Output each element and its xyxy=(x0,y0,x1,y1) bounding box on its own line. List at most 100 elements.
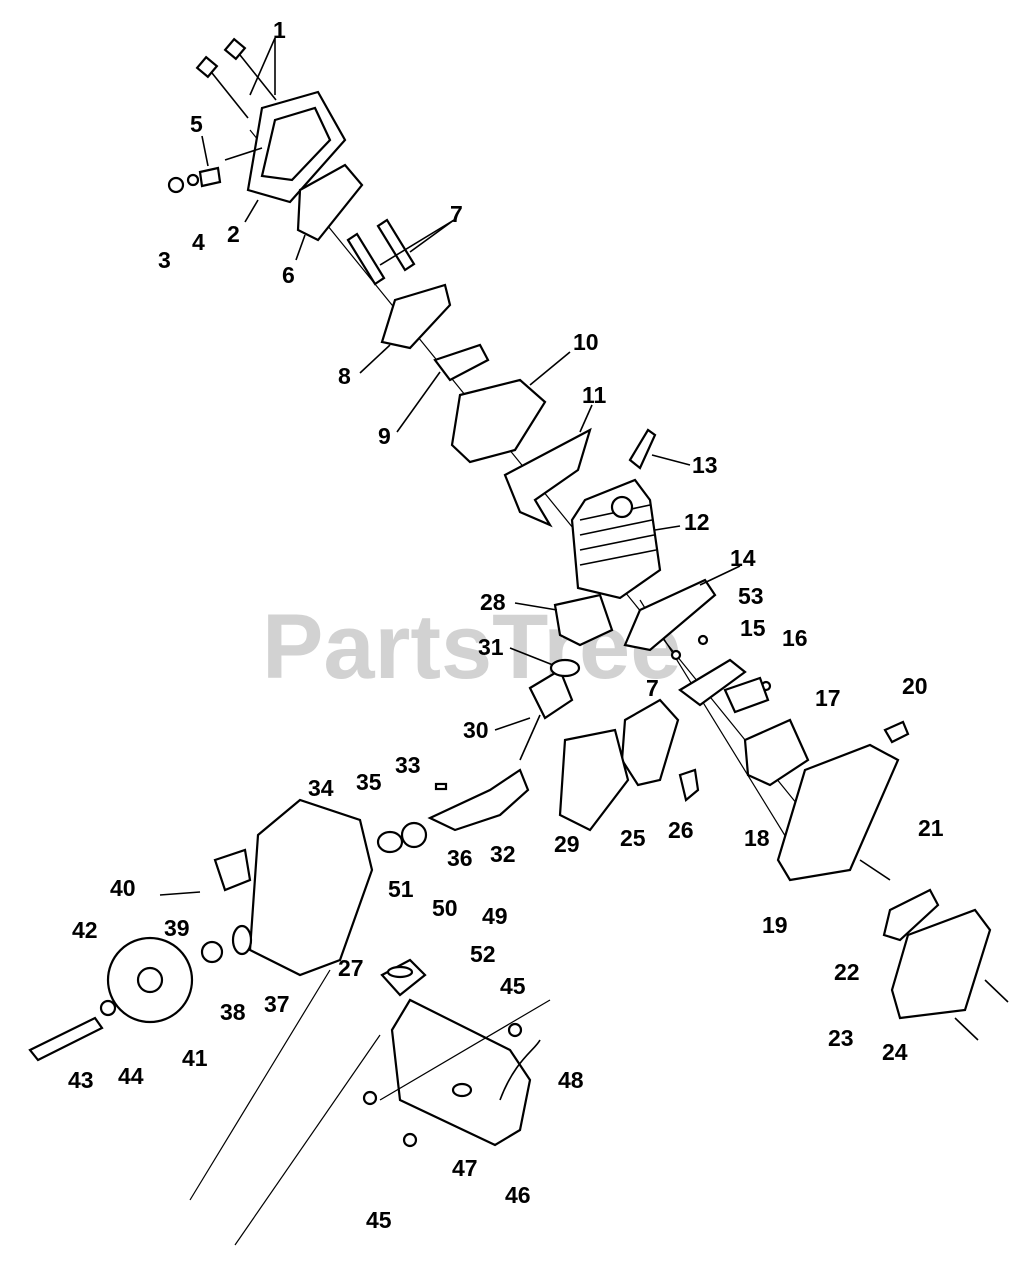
callout-7: 7 xyxy=(450,201,463,227)
part-9-gasket xyxy=(433,343,490,382)
callout-5: 5 xyxy=(190,111,203,137)
part-11-plate xyxy=(503,427,592,528)
part-53-screw-b xyxy=(670,649,682,661)
guide-line-2 xyxy=(234,1034,381,1246)
part-4-washer xyxy=(186,173,200,187)
callout-41: 41 xyxy=(182,1045,208,1071)
part-20-piece xyxy=(883,720,910,744)
part-8-screen xyxy=(380,283,452,350)
callout-27: 27 xyxy=(338,955,364,981)
callout-29: 29 xyxy=(554,831,580,857)
callout-8: 8 xyxy=(338,363,351,389)
callout-45b: 45 xyxy=(366,1207,392,1233)
part-12-cylinder xyxy=(570,478,662,600)
callout-34: 34 xyxy=(308,775,334,801)
callout-13: 13 xyxy=(692,452,718,478)
part-24-bolts xyxy=(954,1017,979,1041)
callout-37: 37 xyxy=(264,991,290,1017)
callout-48: 48 xyxy=(558,1067,584,1093)
callout-16: 16 xyxy=(782,625,808,651)
callout-12: 12 xyxy=(684,509,710,535)
callout-44: 44 xyxy=(118,1063,144,1089)
callout-3: 3 xyxy=(158,247,171,273)
callout-14: 14 xyxy=(730,545,756,571)
part-29-gasket xyxy=(558,728,630,832)
part-36-bearing xyxy=(400,821,428,849)
guide-line-1 xyxy=(189,969,331,1201)
part-44-washer xyxy=(99,999,117,1017)
callout-9: 9 xyxy=(378,423,391,449)
callout-20: 20 xyxy=(902,673,928,699)
part-7-pins xyxy=(346,218,416,286)
part-46-fuel-tank xyxy=(390,998,532,1147)
part-10-muffler xyxy=(450,378,547,464)
callout-31: 31 xyxy=(478,634,504,660)
callout-35: 35 xyxy=(356,769,382,795)
callout-1: 1 xyxy=(273,17,286,43)
part-21-screws xyxy=(859,859,891,881)
part-22-filter xyxy=(882,888,940,942)
callout-30: 30 xyxy=(463,717,489,743)
part-2-housing xyxy=(224,90,347,204)
assembly-axis-secondary xyxy=(639,599,801,861)
callout-40: 40 xyxy=(110,875,136,901)
part-19-filter-base xyxy=(776,743,900,882)
guide-line-3 xyxy=(379,999,551,1101)
part-23-filter-cover xyxy=(890,908,992,1020)
part-6-gasket xyxy=(296,163,364,242)
watermark: PartsTree xyxy=(262,596,681,698)
part-5-spring xyxy=(198,166,222,188)
part-35-seal xyxy=(376,830,404,854)
callout-36: 36 xyxy=(447,845,473,871)
part-48-fuel-line xyxy=(499,1039,541,1101)
callout-19: 19 xyxy=(762,912,788,938)
callout-49: 49 xyxy=(482,903,508,929)
callout-39: 39 xyxy=(164,915,190,941)
part-32-crankshaft xyxy=(427,768,530,832)
callout-53: 53 xyxy=(738,583,764,609)
part-39-bracket xyxy=(213,848,252,892)
callout-51: 51 xyxy=(388,876,414,902)
part-33-key xyxy=(434,782,448,791)
part-40-screws xyxy=(159,891,201,896)
part-14-gasket xyxy=(623,578,717,652)
part-3-nut xyxy=(167,176,185,194)
part-15-spacer xyxy=(678,658,747,707)
callout-33: 33 xyxy=(395,752,421,778)
part-1-bolts xyxy=(195,37,277,119)
part-25-ignition xyxy=(620,698,680,787)
part-37-ring xyxy=(231,924,253,956)
part-31-ring xyxy=(549,658,581,678)
callout-22: 22 xyxy=(834,959,860,985)
callout-28: 28 xyxy=(480,589,506,615)
callout-4: 4 xyxy=(192,229,205,255)
callout-23: 23 xyxy=(828,1025,854,1051)
callout-11: 11 xyxy=(582,382,607,408)
callout-47: 47 xyxy=(452,1155,478,1181)
callout-26: 26 xyxy=(668,817,694,843)
part-52-washer xyxy=(386,965,414,979)
part-17-gasket xyxy=(723,676,770,714)
part-45-grommet-c xyxy=(507,1022,523,1038)
part-53-screw-a xyxy=(697,634,709,646)
callout-24: 24 xyxy=(882,1039,908,1065)
callout-25: 25 xyxy=(620,825,646,851)
part-34-crankcase xyxy=(248,798,374,977)
part-45-grommet-b xyxy=(402,1132,418,1148)
callout-2: 2 xyxy=(227,221,240,247)
part-30-piston xyxy=(519,668,574,761)
part-45-grommet-a xyxy=(362,1090,378,1106)
part-18-carburetor xyxy=(743,718,810,787)
callout-50: 50 xyxy=(432,895,458,921)
part-47-grommet xyxy=(451,1082,473,1098)
callout-21: 21 xyxy=(918,815,944,841)
callout-18: 18 xyxy=(744,825,770,851)
part-41-flywheel xyxy=(106,936,194,1024)
callout-38: 38 xyxy=(220,999,246,1025)
callout-15: 15 xyxy=(740,615,766,641)
part-28-gasket xyxy=(553,593,614,647)
callout-10: 10 xyxy=(573,329,599,355)
callout-42: 42 xyxy=(72,917,98,943)
callout-32: 32 xyxy=(490,841,516,867)
